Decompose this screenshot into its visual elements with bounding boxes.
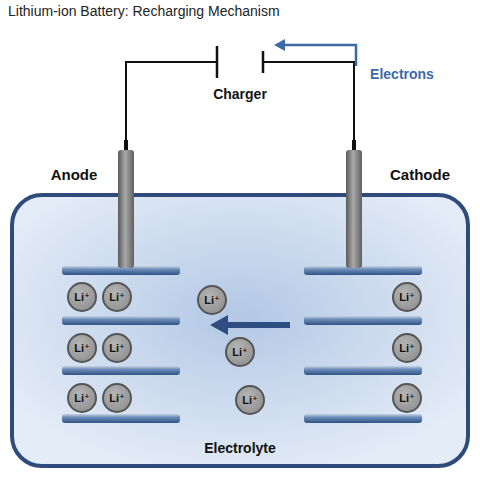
electrode-plates [62, 266, 422, 423]
electrode-plate [304, 266, 422, 275]
lithium-ion: Li⁺ [392, 282, 422, 312]
cathode-rod [346, 150, 362, 268]
electrolyte-fill [12, 195, 468, 466]
part-label: Electrons [370, 66, 434, 82]
ion-label: Li⁺ [399, 392, 415, 405]
electrode-plate [304, 316, 422, 325]
lithium-ion: Li⁺ [102, 282, 132, 312]
electrode-plate [62, 316, 180, 325]
part-label: Anode [51, 166, 98, 183]
lithium-ion: Li⁺ [67, 333, 97, 363]
ion-label: Li⁺ [109, 392, 125, 405]
electrode-plate [62, 266, 180, 275]
electrode-plate [62, 366, 180, 375]
ion-label: Li⁺ [74, 392, 90, 405]
casing-label: Electrolyte [14, 440, 466, 456]
charger-wires [126, 46, 354, 150]
electrode-plate [304, 414, 422, 423]
ion-flow-arrow [210, 315, 290, 335]
lithium-ion: Li⁺ [225, 337, 255, 367]
ion-label: Li⁺ [109, 342, 125, 355]
lithium-ion: Li⁺ [67, 282, 97, 312]
lithium-ion: Li⁺ [102, 383, 132, 413]
ion-label: Li⁺ [204, 294, 220, 307]
lithium-ion: Li⁺ [102, 333, 132, 363]
electrode-plate [304, 366, 422, 375]
lithium-ion: Li⁺ [392, 383, 422, 413]
battery-casing: Electrolyte Li⁺ Li⁺ Li⁺ Li⁺ Li⁺ Li⁺ Li⁺ Li⁺ Li⁺ Li… [10, 193, 470, 468]
ion-label: Li⁺ [109, 291, 125, 304]
lithium-ion: Li⁺ [392, 333, 422, 363]
part-label: Charger [213, 86, 267, 102]
ion-label: Li⁺ [74, 291, 90, 304]
part-label: Cathode [390, 166, 450, 183]
diagram-title: Lithium-ion Battery: Recharging Mechanis… [8, 3, 280, 19]
lithium-ion: Li⁺ [197, 285, 227, 315]
lithium-ion: Li⁺ [235, 385, 265, 415]
ion-label: Li⁺ [232, 346, 248, 359]
electrode-plate [62, 414, 180, 423]
ion-label: Li⁺ [399, 342, 415, 355]
ion-label: Li⁺ [74, 342, 90, 355]
ion-label: Li⁺ [242, 394, 258, 407]
anode-rod [118, 150, 134, 268]
ion-label: Li⁺ [399, 291, 415, 304]
electron-arrow [274, 39, 356, 66]
cable-ends [126, 140, 354, 152]
lithium-ion: Li⁺ [67, 383, 97, 413]
